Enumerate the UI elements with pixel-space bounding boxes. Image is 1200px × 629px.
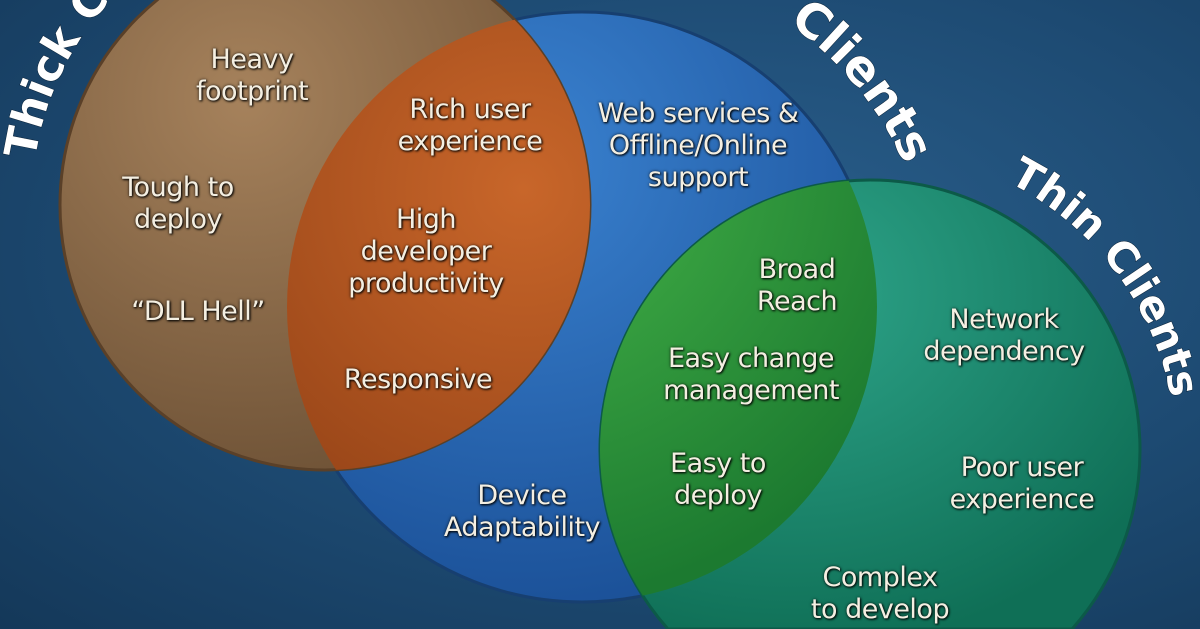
label-rich-user-experience: Rich user experience: [397, 94, 543, 157]
label-heavy-footprint: Heavy footprint: [195, 44, 309, 107]
label-dll-hell: “DLL Hell”: [131, 296, 265, 327]
label-broad-reach: Broad Reach: [756, 254, 838, 317]
label-easy-change-management: Easy change management: [663, 343, 839, 406]
label-network-dependency: Network dependency: [923, 304, 1085, 367]
label-complex-to-develop: Complex to develop: [810, 562, 950, 625]
label-high-developer-productivity: High developer productivity: [348, 204, 504, 299]
label-tough-to-deploy: Tough to deploy: [122, 172, 234, 235]
smart-thin-overlap: [600, 179, 877, 602]
label-responsive: Responsive: [343, 364, 493, 395]
label-device-adaptability: Device Adaptability: [443, 480, 601, 543]
label-poor-user-experience: Poor user experience: [949, 452, 1095, 515]
label-web-services: Web services & Offline/Online support: [597, 98, 799, 193]
label-easy-to-deploy: Easy to deploy: [670, 448, 766, 511]
